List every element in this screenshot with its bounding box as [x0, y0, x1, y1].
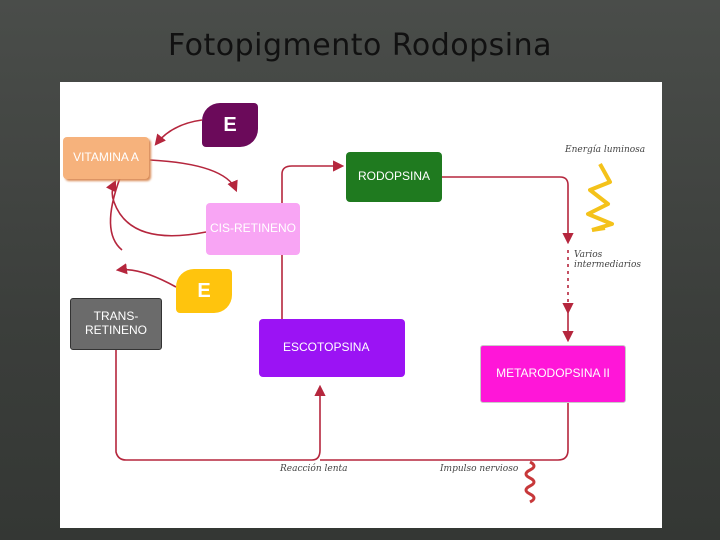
node-rodopsina: RODOPSINA — [346, 152, 442, 202]
arrow-vitamina-to-cis — [149, 159, 238, 193]
node-trans-retineno: TRANS-RETINENO — [70, 298, 162, 350]
label-energia-luminosa: Energía luminosa — [565, 145, 646, 155]
line-rodopsina-right — [442, 176, 574, 245]
diagram-panel: VITAMINA A E RODOPSINA CIS-RETINENO E TR… — [60, 82, 662, 528]
label-varios-line2: intermediarios — [574, 260, 642, 271]
node-vitamina-a: VITAMINA A — [63, 137, 149, 179]
label-impulso-nervioso: Impulso nervioso — [440, 464, 519, 474]
label-varios-line1: Varios — [574, 250, 603, 260]
arrow-cis-to-vitamina — [105, 179, 207, 237]
arrow-e-to-vitamina — [154, 119, 203, 146]
node-enzyme-top: E — [202, 103, 258, 147]
node-escotopsina: ESCOTOPSINA — [259, 319, 405, 377]
node-cis-retineno: CIS-RETINENO — [206, 203, 300, 255]
label-varios-intermediarios: Varios intermediarios — [574, 250, 641, 271]
connector-lines — [105, 119, 614, 504]
node-metarodopsina: METARODOPSINA II — [480, 345, 626, 403]
slide-title: Fotopigmento Rodopsina — [167, 28, 553, 63]
arrow-e2-to-trans — [115, 263, 177, 288]
nerve-impulse-icon — [524, 460, 536, 504]
line-meta-down — [540, 403, 569, 461]
light-zigzag-icon — [586, 163, 614, 232]
arrow-to-escotopsina — [311, 384, 326, 461]
arrow-escotopsina-to-rodopsina — [281, 160, 345, 319]
label-reaccion-lenta: Reacción lenta — [280, 464, 348, 474]
node-enzyme-bottom: E — [176, 269, 232, 313]
loop-trans-bottom — [115, 350, 312, 461]
arrow-cis-down — [109, 177, 123, 251]
